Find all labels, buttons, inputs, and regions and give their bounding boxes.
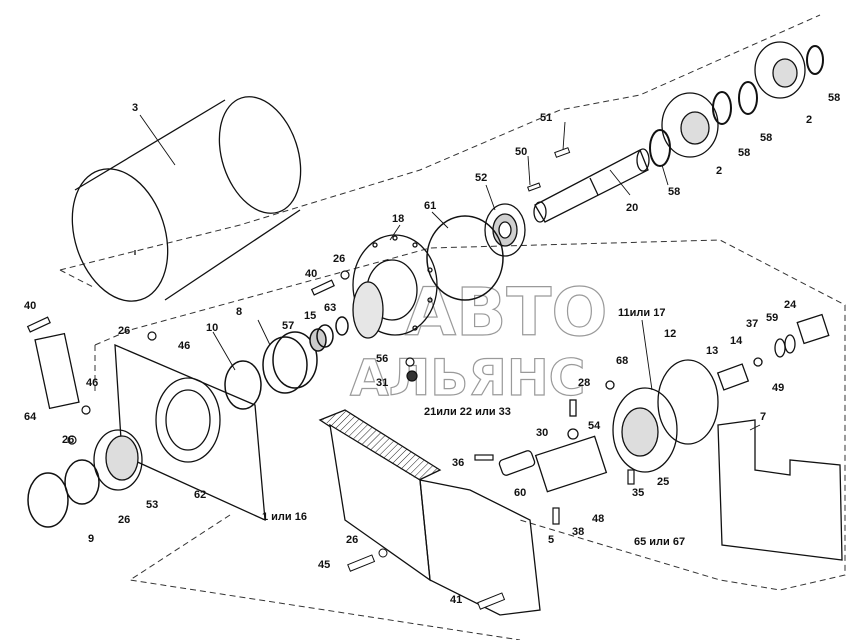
callout-label: 13 [706,345,718,357]
callout-label: 10 [206,322,218,334]
bracket-hatch [322,410,440,480]
callout-label: 31 [376,377,388,389]
assembly-boundary [59,14,846,640]
callout-label: 21или 22 или 33 [424,406,511,418]
watermark-line1: АВТО [405,274,608,351]
gear-ring-part [93,429,143,491]
bolt-parts-lower [474,454,635,525]
callout-label: 2 [716,165,722,177]
callout-label: 41 [450,594,462,606]
callout-label: 63 [324,302,336,314]
callout-label: 14 [730,335,743,347]
motor-flange-part [612,359,719,473]
callout-label: 7 [760,411,766,423]
callout-label: 53 [146,499,158,511]
callout-label: 15 [304,310,316,322]
callout-label: 26 [62,434,74,446]
bearing-part [484,203,526,257]
small-shaft-parts [605,313,830,391]
callout-label: 64 [24,411,37,423]
callout-label: 38 [572,526,584,538]
washer-part [378,548,388,558]
shaft-part [533,148,650,223]
callout-label: 1 или 16 [262,511,307,523]
callout-label: 40 [305,268,317,280]
callout-label: 58 [760,132,772,144]
drive-joint-part [498,399,608,493]
drum-shell-part [71,96,302,302]
bolt-part [477,592,506,610]
callout-label: 37 [746,318,758,330]
callout-labels: 3 51 50 52 20 61 18 40 26 58 58 58 58 2 … [24,92,840,606]
callout-label: 48 [592,513,604,525]
callout-label: 46 [86,377,98,389]
callout-label: 60 [514,487,526,499]
callout-label: 26 [118,514,130,526]
callout-label: 3 [132,102,138,114]
side-plate-part [717,419,843,561]
callout-label: 36 [452,457,464,469]
callout-label: 58 [738,147,750,159]
cover-plate-part [34,332,80,410]
callout-label: 18 [392,213,404,225]
callout-label: 8 [236,306,242,318]
callout-label: 2 [806,114,812,126]
leader-lines [139,114,761,431]
o-ring-part [426,215,504,301]
hub-housing-part [352,234,438,339]
callout-label: 51 [540,112,552,124]
callout-label: 56 [376,353,388,365]
mounting-bracket-part [318,409,541,616]
callout-label: 26 [346,534,358,546]
bearing-plate-part [114,343,266,522]
callout-label: 20 [626,202,638,214]
callout-label: 11или 17 [618,307,665,319]
key-part [527,182,541,192]
callout-label: 30 [536,427,548,439]
seal-rings [224,316,349,410]
callout-label: 26 [333,253,345,265]
callout-label: 54 [588,420,601,432]
watermark: АВТО АЛЬЯНС [349,273,608,407]
callout-label: 68 [616,355,628,367]
callout-label: 49 [772,382,784,394]
callout-label: 40 [24,300,36,312]
callout-label: 5 [548,534,554,546]
retaining-rings [27,459,100,528]
callout-label: 52 [475,172,487,184]
callout-label: 24 [784,299,797,311]
callout-label: 35 [632,487,644,499]
callout-label: 50 [515,146,527,158]
callout-label: 58 [828,92,840,104]
callout-label: 65 или 67 [634,536,685,548]
flange-parts [661,41,806,158]
bolt-part [347,554,376,572]
callout-label: 45 [318,559,330,571]
bolt-parts [26,270,418,445]
callout-label: 58 [668,186,680,198]
key-part [554,147,571,158]
callout-label: 46 [178,340,190,352]
callout-label: 26 [118,325,130,337]
callout-label: 61 [424,200,436,212]
callout-label: 59 [766,312,778,324]
callout-label: 62 [194,489,206,501]
snap-rings [649,45,824,167]
callout-label: 57 [282,320,294,332]
callout-label: 12 [664,328,676,340]
callout-label: 25 [657,476,669,488]
callout-label: 9 [88,533,94,545]
callout-label: 28 [578,377,590,389]
watermark-line2: АЛЬЯНС [350,349,585,407]
